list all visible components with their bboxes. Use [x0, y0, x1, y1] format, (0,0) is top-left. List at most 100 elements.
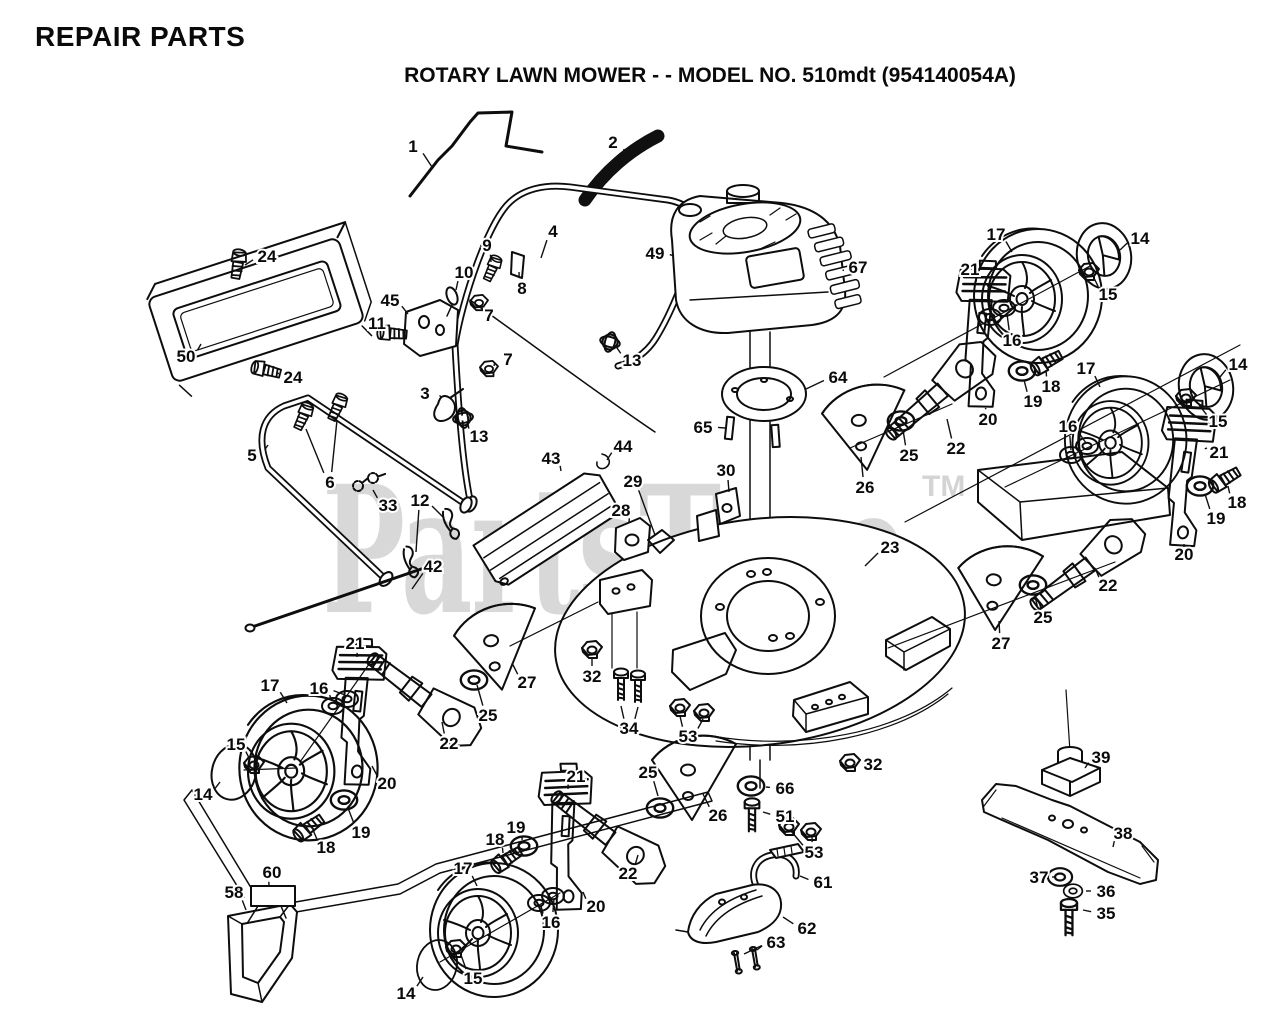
- mounting-ring-64: [721, 366, 807, 422]
- leader-line-62: [782, 916, 794, 925]
- part-label-58: 58: [225, 883, 244, 902]
- part-label-50: 50: [177, 347, 196, 366]
- bolt-35: [1059, 897, 1079, 937]
- leader-line-14: [1219, 369, 1227, 378]
- wheel-17a: [973, 227, 1103, 364]
- leader-line-19: [347, 807, 355, 824]
- handle-61: [750, 843, 805, 892]
- pin-65a: [723, 415, 736, 441]
- part-label-36: 36: [1097, 882, 1116, 901]
- part-label-18: 18: [317, 838, 336, 857]
- nut-53d: [800, 822, 822, 841]
- leader-line-16: [328, 694, 333, 702]
- lower-handle: [258, 394, 473, 587]
- leader-line-12: [431, 505, 445, 519]
- leader-line-65: [717, 426, 726, 429]
- part-label-62: 62: [798, 919, 817, 938]
- leader-line-25: [476, 684, 484, 706]
- wheel-17d: [429, 861, 559, 998]
- part-label-64: 64: [829, 368, 848, 387]
- leader-line-7: [478, 305, 482, 309]
- blade-axis: [1065, 689, 1071, 753]
- part-label-37: 37: [1030, 868, 1049, 887]
- part-label-20: 20: [1175, 545, 1194, 564]
- leader-line-29: [638, 490, 656, 536]
- part-label-14: 14: [397, 984, 416, 1003]
- part-label-17: 17: [1077, 359, 1096, 378]
- plate-29: [647, 529, 675, 554]
- washer-25c: [459, 669, 489, 691]
- part-label-19: 19: [507, 818, 526, 837]
- leader-line-26: [702, 793, 710, 808]
- part-label-3: 3: [420, 384, 429, 403]
- bolt-18b: [1204, 463, 1244, 496]
- part-label-25: 25: [900, 446, 919, 465]
- leader-line-15: [460, 954, 467, 970]
- screw-63a: [730, 949, 743, 975]
- part-label-25: 25: [639, 763, 658, 782]
- part-label-28: 28: [612, 501, 631, 520]
- part-label-13: 13: [470, 427, 489, 446]
- leader-line-18: [1045, 369, 1048, 377]
- leader-line-17: [279, 691, 288, 704]
- diagram-art: [146, 110, 1244, 1003]
- part-label-23: 23: [881, 538, 900, 557]
- nut-7b: [479, 359, 499, 378]
- part-label-16: 16: [1003, 331, 1022, 350]
- part-label-44: 44: [614, 437, 633, 456]
- part-label-19: 19: [1207, 509, 1226, 528]
- rear-door-58: [227, 903, 298, 1003]
- leader-line-42: [411, 572, 424, 590]
- leader-line-17: [1094, 375, 1101, 388]
- part-label-20: 20: [979, 410, 998, 429]
- leader-line-18: [312, 829, 318, 840]
- leader-line-35: [1082, 909, 1092, 913]
- handle-bail-wire: [408, 110, 544, 198]
- part-label-29: 29: [624, 472, 643, 491]
- leader-line-64: [805, 379, 825, 390]
- leader-line-45: [401, 305, 409, 315]
- leader-line-19: [1204, 493, 1211, 510]
- bracket-8: [510, 251, 525, 279]
- leader-line-13: [614, 344, 622, 354]
- leader-line-39: [1084, 762, 1090, 769]
- leader-line-16: [1006, 313, 1010, 331]
- part-label-15: 15: [464, 969, 483, 988]
- guard-43: [472, 472, 618, 586]
- part-label-24: 24: [284, 368, 303, 387]
- leader-line-22: [1094, 567, 1100, 578]
- leader-line-16: [540, 905, 544, 914]
- part-label-43: 43: [542, 449, 561, 468]
- leader-line-26: [860, 456, 864, 478]
- leader-line-6: [305, 428, 325, 474]
- part-label-30: 30: [717, 461, 736, 480]
- leader-line-6: [330, 419, 338, 473]
- part-label-49: 49: [646, 244, 665, 263]
- leader-line-16: [1069, 435, 1072, 451]
- part-label-45: 45: [381, 291, 400, 310]
- rod-42: [244, 564, 432, 633]
- leader-line-53: [697, 718, 704, 729]
- leader-line-38: [1112, 840, 1115, 848]
- leader-line-21: [1204, 447, 1208, 450]
- leader-line-2: [622, 148, 627, 156]
- part-label-16: 16: [310, 679, 329, 698]
- leader-line-1: [422, 153, 433, 168]
- bolt-9: [480, 253, 505, 284]
- leader-line-53: [790, 830, 804, 846]
- model-subtitle: ROTARY LAWN MOWER - - MODEL NO. 510mdt (…: [404, 64, 1016, 87]
- part-label-1: 1: [408, 137, 417, 156]
- part-label-6: 6: [325, 473, 334, 492]
- part-label-12: 12: [411, 491, 430, 510]
- leader-line-15: [1198, 404, 1208, 415]
- control-panel: [146, 221, 373, 397]
- leader-line-20: [371, 765, 378, 776]
- part-label-14: 14: [194, 785, 213, 804]
- support-bars: [183, 789, 713, 913]
- part-label-17: 17: [987, 225, 1006, 244]
- part-label-25: 25: [1034, 608, 1053, 627]
- part-label-26: 26: [709, 806, 728, 825]
- bracket-30: [696, 487, 741, 542]
- watermark-tm: TM: [922, 470, 965, 503]
- leader-line-22: [441, 721, 445, 734]
